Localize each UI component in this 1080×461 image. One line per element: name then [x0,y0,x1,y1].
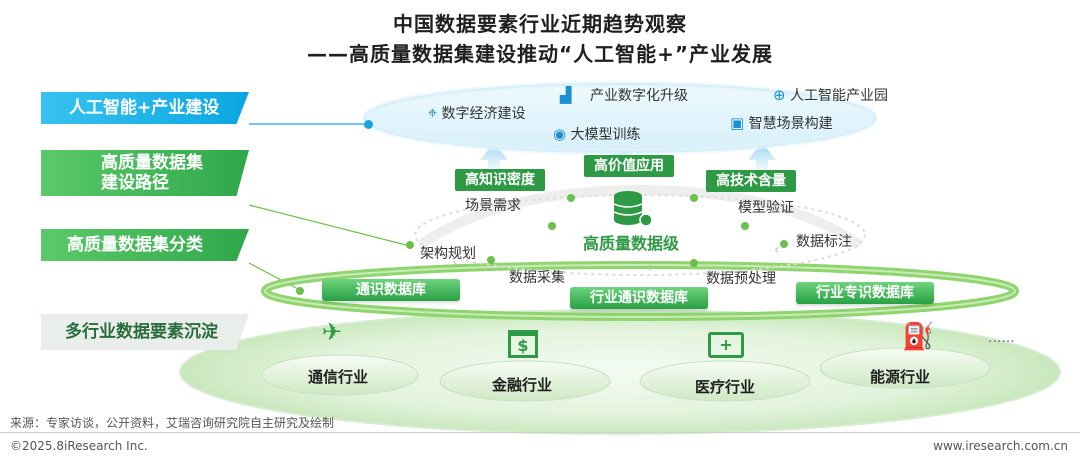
ai-item-smart-scene-text: 智慧场景构建 [749,116,833,132]
path-node-dot [548,222,556,230]
path-node-dot [567,194,575,202]
label-ai-industry: 人工智能+产业建设 [41,92,249,124]
ai-item-large-model-text: 大模型训练 [571,127,641,143]
class-industry-general: 行业通识数据库 [570,287,708,309]
tag-tech-content: 高技术含量 [706,170,796,192]
location-icon: ⌖ [428,103,437,122]
label-construction-path-l1: 高质量数据集 [101,153,249,173]
medical-kit-icon: + [708,332,744,358]
connector-path [249,205,406,245]
footer-website: www.iresearch.com.cn [933,439,1068,453]
path-node-dot [487,256,495,264]
step-data-labeling: 数据标注 [796,231,852,251]
svg-text:›: › [648,260,654,276]
ai-item-ai-park-text: 人工智能产业园 [790,88,888,104]
globe-people-icon: ⊕ [773,86,786,104]
ai-item-large-model: ◉ 大模型训练 [553,124,641,144]
class-layer-dot [296,287,304,295]
tag-knowledge-density: 高知识密度 [455,169,545,191]
database-icon [614,191,652,226]
bank-icon: $ [508,330,538,358]
footer-copyright: ©2025.8iResearch Inc. [10,439,148,453]
path-node-dot [780,240,788,248]
path-node-dot [741,222,749,230]
label-precipitation: 多行业数据要素沉淀 [41,314,249,350]
step-model-validation: 模型验证 [738,197,794,217]
ai-item-digital-economy: ⌖ 数字经济建设 [428,103,525,123]
footer-source: 来源：专家访谈，公开资料，艾瑞咨询研究院自主研究及绘制 [10,414,334,431]
path-node-dot [406,241,414,249]
industry-medical: 医疗行业 [695,376,755,397]
step-architecture: 架构规划 [420,243,476,263]
label-classification: 高质量数据集分类 [41,229,249,261]
satellite-icon: ✈ [322,318,342,346]
industry-telecom: 通信行业 [308,366,368,387]
ai-item-smart-scene: ▣ 智慧场景构建 [730,113,833,133]
step-scene-demand: 场景需求 [465,195,521,215]
path-node-dot [690,194,698,202]
oil-pump-icon: ⛽ [902,322,934,352]
brain-icon: ◉ [553,125,566,143]
class-industry-specialized: 行业专识数据库 [796,282,934,304]
monitor-icon: ▣ [730,114,744,132]
path-node-dot [690,259,698,267]
footer-divider [0,432,1080,433]
svg-text:‹: ‹ [774,242,780,258]
ai-layer-dot [364,120,373,129]
industry-more: ...... [988,330,1015,346]
ai-item-industry-upgrade-text: 产业数字化升级 [590,88,688,104]
factory-icon: ▟ [560,86,572,104]
class-general: 通识数据库 [322,279,460,301]
ai-item-digital-economy-text: 数字经济建设 [441,106,525,122]
step-preprocessing: 数据预处理 [706,268,776,288]
step-data-collection: 数据采集 [509,267,565,287]
ai-item-industry-upgrade: ▟ 产业数字化升级 [560,85,688,105]
industry-energy: 能源行业 [870,366,930,387]
label-construction-path-l2: 建设路径 [101,173,249,193]
label-construction-path: 高质量数据集 建设路径 [41,150,249,196]
path-center-label: 高质量数据级 [583,230,679,254]
tag-high-value: 高价值应用 [584,155,674,177]
ai-item-ai-park: ⊕ 人工智能产业园 [773,85,888,105]
industry-finance: 金融行业 [492,374,552,395]
